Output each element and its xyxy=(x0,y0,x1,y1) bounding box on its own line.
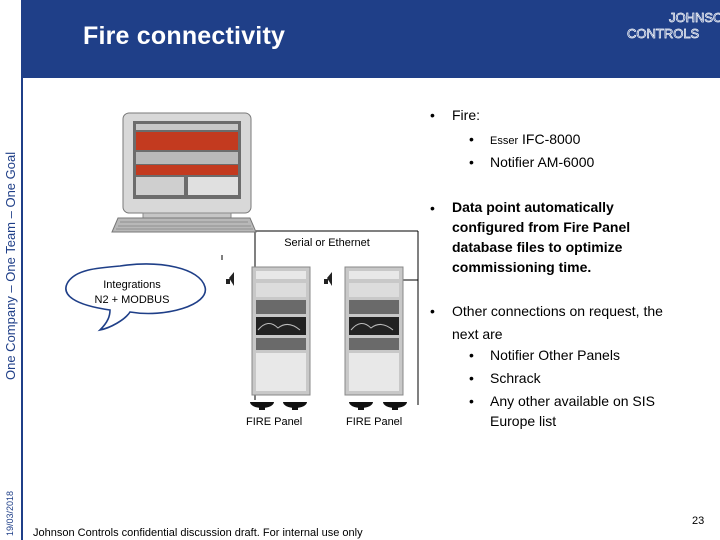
fire-item-1-text: IFC-8000 xyxy=(522,131,581,147)
fire-heading: Fire: xyxy=(452,107,480,123)
smoke-detectors xyxy=(250,402,407,410)
link-label: Serial or Ethernet xyxy=(284,237,370,249)
fire-panel-1 xyxy=(251,266,311,396)
other-line-1: Other connections on request, the xyxy=(452,303,663,319)
other-item-2: Schrack xyxy=(490,370,541,386)
header-bar: Fire connectivity JOHNSON CONTROLS xyxy=(21,0,720,78)
datapoint-line-4: commissioning time. xyxy=(452,259,592,275)
fire-item-1: Esser IFC-8000 xyxy=(490,128,580,153)
johnson-controls-logo: JOHNSON CONTROLS xyxy=(627,10,720,42)
workstation-monitor xyxy=(122,112,252,222)
side-band xyxy=(0,0,20,540)
keyboard xyxy=(111,217,257,233)
other-line-2: next are xyxy=(452,326,503,342)
page-number: 23 xyxy=(692,515,705,527)
callout-text: Integrations N2 + MODBUS xyxy=(84,278,180,308)
svg-text:JOHNSON: JOHNSON xyxy=(669,10,720,25)
svg-text:CONTROLS: CONTROLS xyxy=(627,26,700,41)
datapoint-text: Data point automatically configured from… xyxy=(452,197,692,277)
footer-text: Johnson Controls confidential discussion… xyxy=(33,527,363,539)
integrations-callout xyxy=(65,263,206,332)
fire-panel-2 xyxy=(344,266,404,396)
panel-label-2: FIRE Panel xyxy=(346,416,403,428)
other-tail: Europe list xyxy=(490,413,557,429)
fire-item-2: Notifier AM-6000 xyxy=(490,154,595,170)
callout-line-2: N2 + MODBUS xyxy=(94,294,170,306)
callout-line-1: Integrations xyxy=(103,279,161,291)
other-item-3: Any other available on SIS xyxy=(490,393,655,409)
datapoint-line-2: configured from Fire Panel xyxy=(452,219,631,235)
fire-item-1-prefix: Esser xyxy=(490,135,519,147)
bell-detectors xyxy=(226,272,332,286)
left-rule xyxy=(21,78,23,540)
other-item-1: Notifier Other Panels xyxy=(490,347,620,363)
datapoint-line-3: database files to optimize xyxy=(452,239,623,255)
bullet-fire: • xyxy=(430,107,435,123)
other-text: Other connections on request, the next a… xyxy=(452,300,712,346)
panel-label-1: FIRE Panel xyxy=(246,416,303,428)
slide-title: Fire connectivity xyxy=(83,22,286,50)
datapoint-line-1: Data point automatically xyxy=(452,199,614,215)
